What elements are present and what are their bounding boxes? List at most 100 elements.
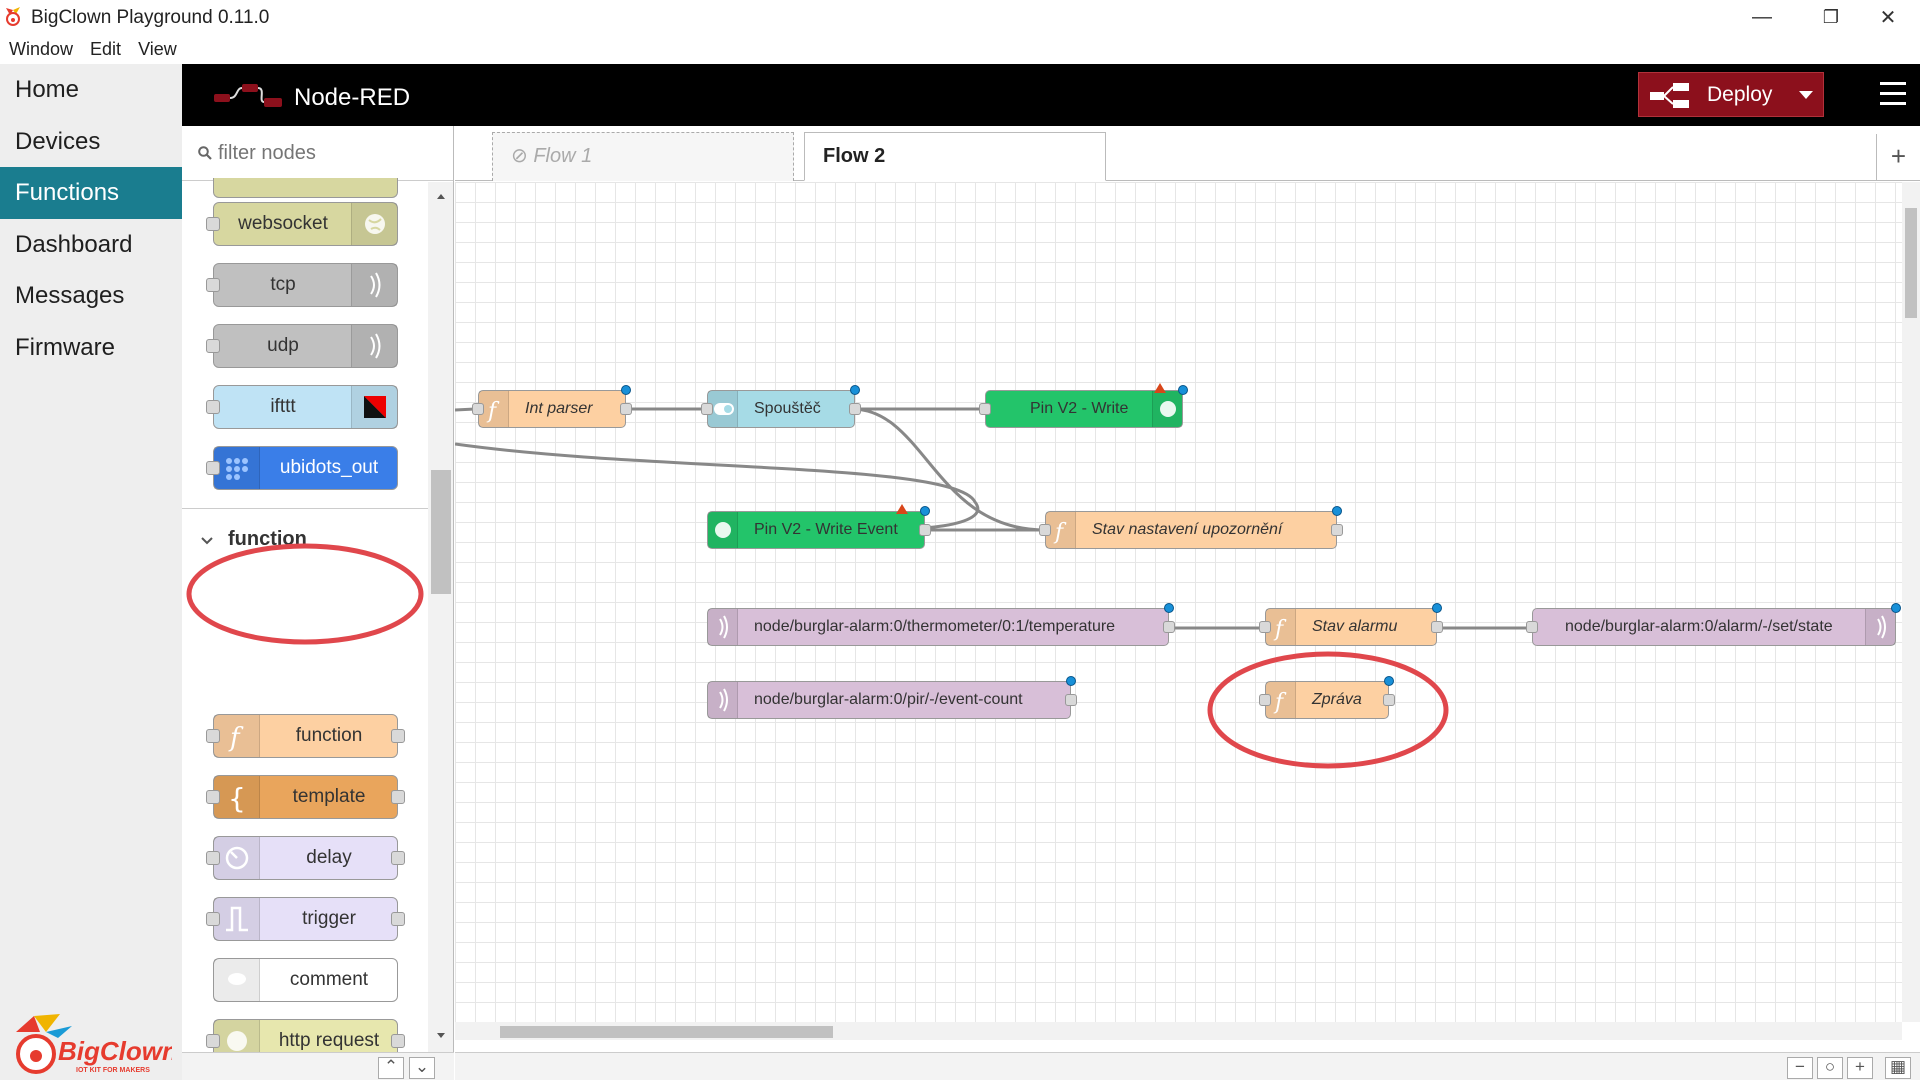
filter-nodes-input[interactable]	[218, 142, 438, 165]
canvas-vertical-scrollbar[interactable]	[1902, 182, 1920, 1022]
status-dot	[1891, 603, 1901, 613]
output-port[interactable]	[391, 851, 405, 865]
broadcast-icon	[708, 609, 738, 645]
output-port[interactable]	[1065, 694, 1077, 706]
chevron-down-icon[interactable]	[200, 536, 214, 546]
flow-node-stav-alarmu[interactable]: f Stav alarmu	[1259, 603, 1443, 646]
palette-scroll-thumb[interactable]	[431, 470, 451, 594]
palette-node-partial[interactable]	[213, 178, 398, 198]
sidebar-item-firmware[interactable]: Firmware	[15, 333, 115, 361]
output-port[interactable]	[391, 729, 405, 743]
status-dot	[1332, 506, 1342, 516]
output-port[interactable]	[391, 1034, 405, 1048]
palette-category-function[interactable]: function	[228, 528, 307, 550]
input-port[interactable]	[1259, 621, 1271, 633]
sidebar-item-home[interactable]: Home	[15, 76, 80, 103]
warning-triangle-icon	[1154, 383, 1166, 393]
expand-all-icon[interactable]: ⌄	[409, 1057, 435, 1079]
minimize-button[interactable]: —	[1752, 5, 1772, 28]
palette-node-ubidots-out[interactable]: ubidots_out	[206, 446, 398, 490]
palette-node-tcp[interactable]: tcp	[206, 263, 398, 307]
deploy-label: Deploy	[1707, 82, 1773, 106]
sidebar-item-devices[interactable]: Devices	[15, 127, 101, 155]
output-port[interactable]	[1383, 694, 1395, 706]
toggle-icon	[708, 391, 738, 427]
palette-node-websocket[interactable]: websocket	[206, 202, 398, 246]
collapse-all-icon[interactable]: ⌃	[378, 1057, 404, 1079]
broadcast-icon	[1865, 609, 1895, 645]
sidebar-item-functions[interactable]: Functions	[0, 167, 182, 219]
flow-node-spoustec[interactable]: Spouštěč	[701, 385, 861, 428]
input-port[interactable]	[206, 339, 220, 353]
input-port[interactable]	[206, 217, 220, 231]
palette-node-comment[interactable]: comment	[213, 958, 398, 1002]
flow-node-mqtt-set-state[interactable]: node/burglar-alarm:0/alarm/-/set/state	[1526, 603, 1901, 646]
zoom-reset-icon[interactable]: ○	[1817, 1057, 1843, 1079]
palette-node-ifttt[interactable]: ifttt	[206, 385, 398, 429]
menu-edit[interactable]: Edit	[90, 38, 122, 59]
palette-node-function[interactable]: f function	[206, 714, 405, 758]
input-port[interactable]	[701, 403, 713, 415]
sidebar-item-messages[interactable]: Messages	[15, 282, 125, 309]
flow-node-pin-v2-write-event[interactable]: Pin V2 - Write Event	[707, 504, 931, 549]
output-port[interactable]	[1331, 524, 1343, 536]
output-port[interactable]	[1431, 621, 1443, 633]
restore-button[interactable]: ❐	[1822, 6, 1840, 27]
deploy-button[interactable]: Deploy	[1638, 72, 1824, 117]
zoom-in-icon[interactable]: +	[1847, 1057, 1873, 1079]
input-port[interactable]	[206, 912, 220, 926]
flow-node-mqtt-pir-event-count[interactable]: node/burglar-alarm:0/pir/-/event-count	[707, 676, 1077, 719]
close-button[interactable]: ✕	[1879, 6, 1897, 29]
input-port[interactable]	[206, 729, 220, 743]
menu-window[interactable]: Window	[9, 38, 74, 59]
tab-flow-2[interactable]: Flow 2	[804, 132, 1106, 181]
flow-node-stav-nastaveni-upozorneni[interactable]: f Stav nastavení upozornění	[1039, 506, 1343, 549]
flow-node-pin-v2-write[interactable]: Pin V2 - Write	[979, 383, 1188, 428]
palette-node-delay[interactable]: delay	[206, 836, 405, 880]
input-port[interactable]	[206, 851, 220, 865]
broadcast-icon	[351, 325, 397, 367]
output-port[interactable]	[849, 403, 861, 415]
input-port[interactable]	[206, 461, 220, 475]
output-port[interactable]	[391, 790, 405, 804]
output-port[interactable]	[919, 524, 931, 536]
function-icon: f	[1046, 512, 1076, 548]
input-port[interactable]	[1039, 524, 1051, 536]
input-port[interactable]	[206, 400, 220, 414]
input-port[interactable]	[1526, 621, 1538, 633]
function-icon: f	[1266, 609, 1296, 645]
logo-text: BigClown	[58, 1036, 172, 1066]
output-port[interactable]	[1163, 621, 1175, 633]
add-tab-button[interactable]: +	[1876, 134, 1920, 181]
navigator-icon[interactable]: ▦	[1885, 1057, 1911, 1079]
flow-node-zprava[interactable]: f Zpráva	[1259, 676, 1395, 719]
sidebar-item-dashboard[interactable]: Dashboard	[15, 230, 133, 258]
zoom-out-icon[interactable]: −	[1787, 1057, 1813, 1079]
input-port[interactable]	[1259, 694, 1271, 706]
search-icon	[198, 146, 212, 160]
flow-node-int-parser[interactable]: f Int parser	[472, 385, 632, 428]
output-port[interactable]	[391, 912, 405, 926]
main-menu-icon[interactable]	[1880, 82, 1906, 106]
palette-node-template[interactable]: { template	[206, 775, 405, 819]
input-port[interactable]	[206, 1034, 220, 1048]
palette-footer: ⌃ ⌄	[182, 1052, 454, 1080]
scroll-up-arrow-icon[interactable]	[436, 192, 446, 200]
flow-canvas[interactable]: f Int parser Spouštěč Pin V2 - Write Pin…	[455, 182, 1920, 1022]
flow-node-mqtt-thermometer[interactable]: node/burglar-alarm:0/thermometer/0:1/tem…	[707, 603, 1175, 646]
palette-node-udp[interactable]: udp	[206, 324, 398, 368]
nodered-logo-icon	[214, 84, 282, 107]
tab-flow-1[interactable]: ⊘ Flow 1	[492, 132, 794, 181]
output-port[interactable]	[620, 403, 632, 415]
input-port[interactable]	[206, 278, 220, 292]
input-port[interactable]	[472, 403, 484, 415]
palette-node-trigger[interactable]: trigger	[206, 897, 405, 941]
deploy-dropdown-icon[interactable]	[1799, 91, 1813, 99]
scroll-down-arrow-icon[interactable]	[436, 1032, 446, 1040]
input-port[interactable]	[206, 790, 220, 804]
menu-view[interactable]: View	[138, 38, 177, 59]
canvas-vertical-scroll-thumb[interactable]	[1905, 208, 1917, 318]
palette-scrollbar[interactable]	[428, 182, 453, 1080]
input-port[interactable]	[979, 403, 991, 415]
canvas-horizontal-scroll-thumb[interactable]	[500, 1026, 833, 1038]
